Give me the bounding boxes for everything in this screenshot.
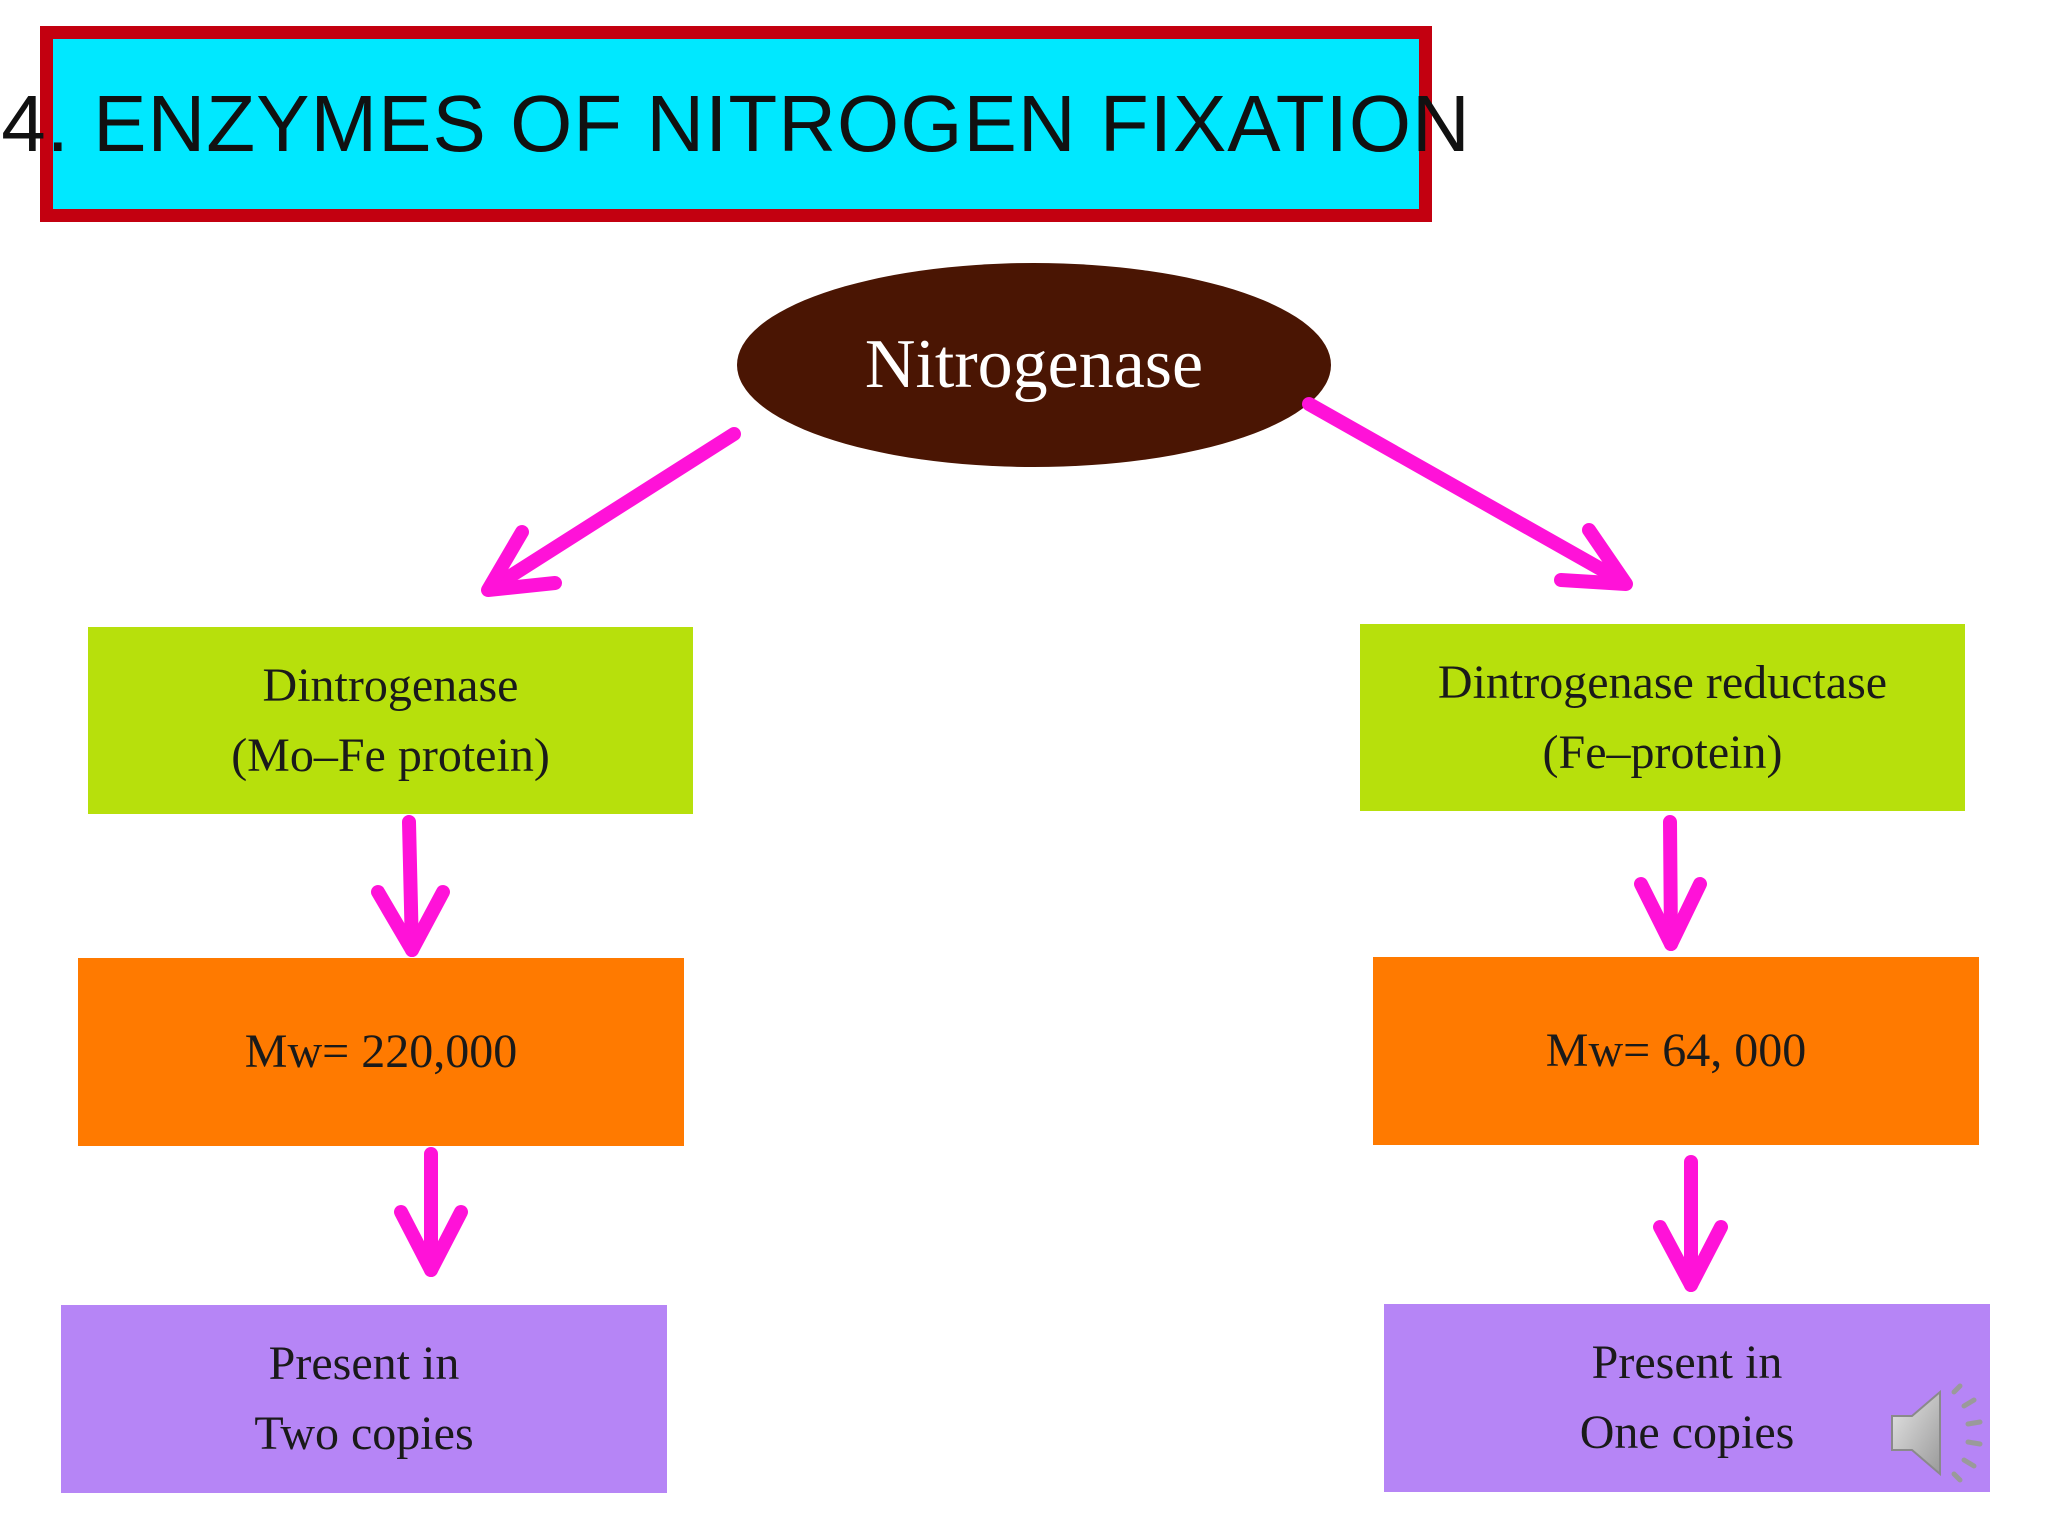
arrow-left-mw-to-copies — [394, 1147, 468, 1277]
left-copies-box: Present in Two copies — [61, 1305, 667, 1493]
speaker-icon[interactable] — [1888, 1378, 1998, 1488]
slide-title: 4. ENZYMES OF NITROGEN FIXATION — [1, 79, 1471, 168]
title-box: 4. ENZYMES OF NITROGEN FIXATION — [1, 26, 1470, 222]
dinitrogenase-reductase-box: Dintrogenase reductase (Fe–protein) — [1360, 624, 1965, 811]
right-copies-line1: Present in — [1591, 1336, 1783, 1389]
left-copies-line2: Two copies — [254, 1407, 474, 1460]
dinitrogenase-reductase-name: Dintrogenase reductase — [1437, 655, 1888, 709]
dinitrogenase-protein: (Mo–Fe protein) — [231, 728, 550, 782]
arrow-left-name-to-mw — [371, 815, 450, 957]
right-mw-box: Mw= 64, 000 — [1373, 957, 1979, 1145]
dinitrogenase-name: Dintrogenase — [262, 658, 519, 712]
dinitrogenase-box: Dintrogenase (Mo–Fe protein) — [88, 627, 693, 814]
nitrogenase-label: Nitrogenase — [864, 326, 1204, 403]
arrow-right-mw-to-copies — [1653, 1155, 1728, 1292]
nitrogenase-node: Nitrogenase — [737, 263, 1331, 467]
right-copies-line2: One copies — [1579, 1406, 1795, 1459]
right-mw-value: Mw= 64, 000 — [1545, 1024, 1807, 1077]
left-copies-line1: Present in — [268, 1337, 460, 1390]
dinitrogenase-reductase-protein: (Fe–protein) — [1542, 725, 1783, 779]
left-mw-box: Mw= 220,000 — [78, 958, 684, 1146]
arrow-root-to-right — [1302, 397, 1633, 591]
right-copies-box: Present in One copies — [1384, 1304, 1990, 1492]
arrow-right-name-to-mw — [1634, 815, 1707, 951]
left-mw-value: Mw= 220,000 — [244, 1025, 518, 1078]
arrow-root-to-left — [481, 427, 741, 597]
